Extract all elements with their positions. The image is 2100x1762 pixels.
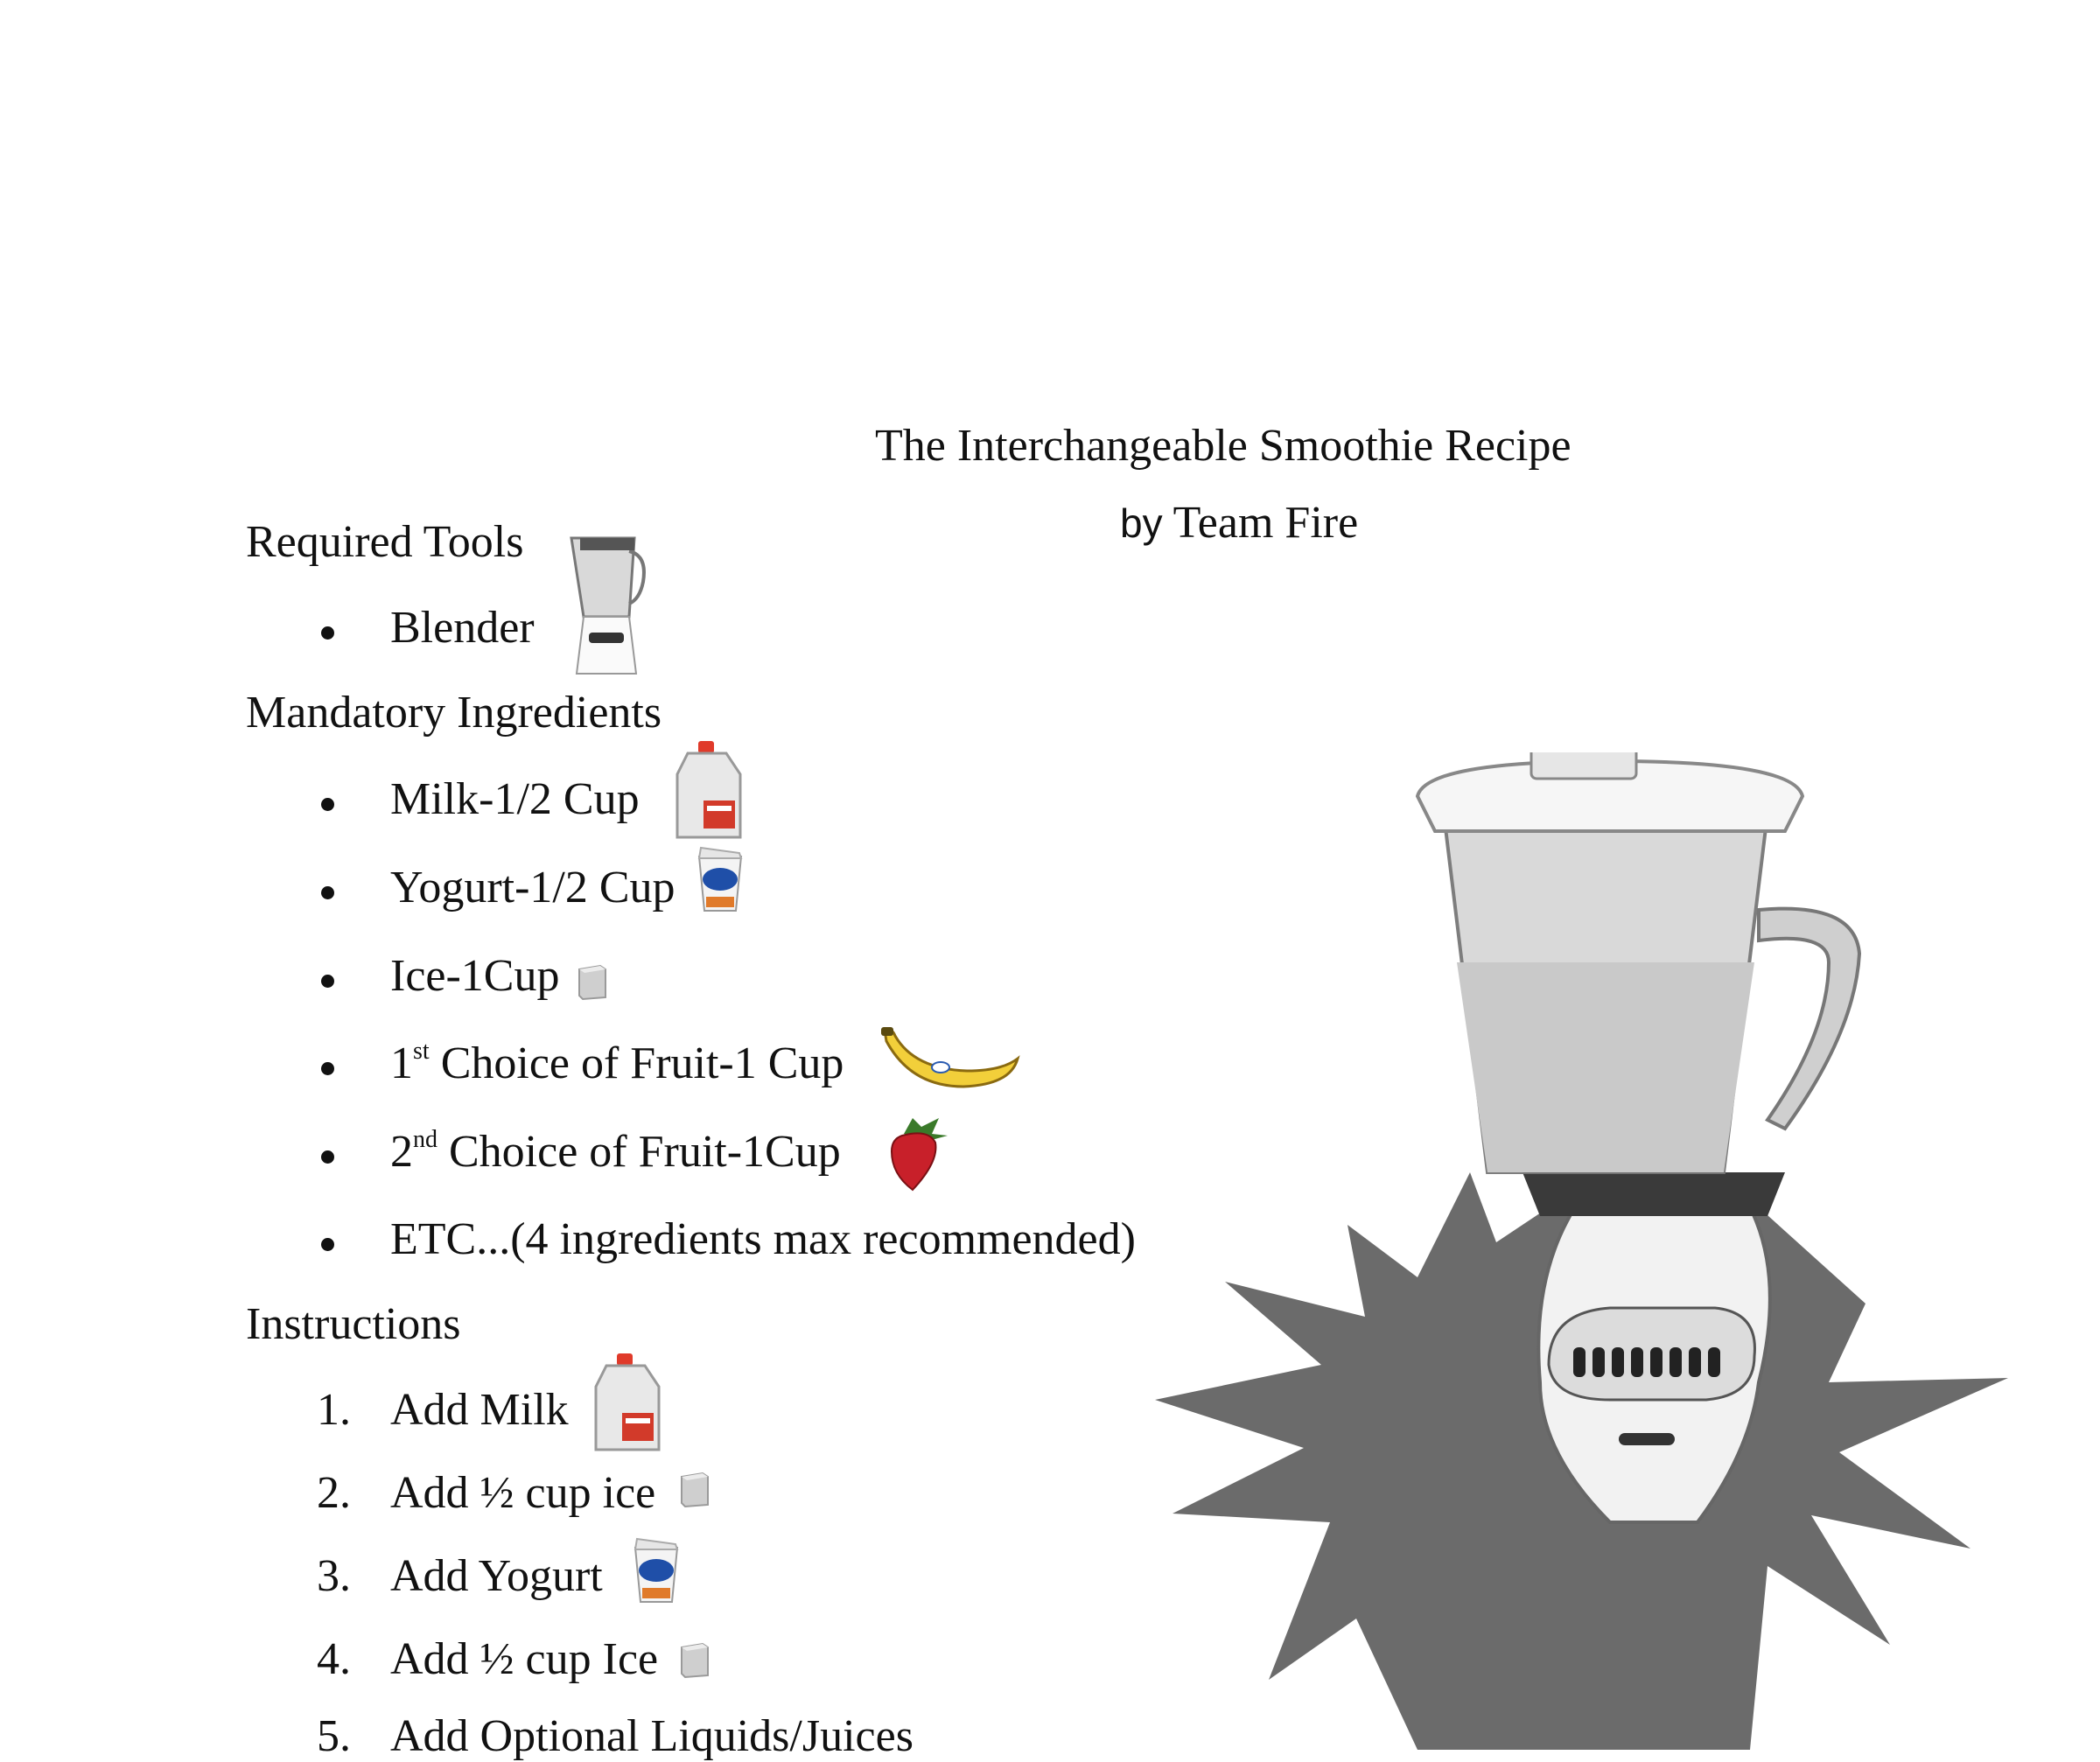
byline-name: Team Fire [1172,498,1359,548]
blender-illustration [1415,752,1862,1524]
ingredient-label: ETC...(4 ingredients max recommended) [390,1214,1136,1264]
tool-label: Blender [390,603,535,653]
bullet [321,886,334,899]
mandatory-ingredients-heading: Mandatory Ingredients [246,688,662,738]
step-number: 4. [317,1634,351,1684]
blender-starburst-illustration [1155,752,2008,1750]
ordinal-suffix: nd [413,1126,438,1153]
ordinal-number: 2 [390,1127,413,1177]
step-number: 5. [317,1711,351,1761]
step-label: Add Optional Liquids/Juices [390,1711,914,1761]
byline-by: by [1120,500,1163,546]
milk-jug-icon [676,741,742,839]
bullet [321,1238,334,1251]
strawberry-icon [890,1118,948,1192]
instructions-heading: Instructions [246,1299,461,1349]
step-number: 2. [317,1468,351,1518]
ice-cube-icon [681,1472,709,1508]
ingredient-label: Ice-1Cup [390,951,560,1001]
ice-cube-icon [578,964,606,1001]
ordinal-number: 1 [390,1038,413,1088]
ingredient-label: Milk-1/2 Cup [390,774,640,824]
ingredient-label: 1st Choice of Fruit-1 Cup [390,1038,844,1089]
yogurt-cup-icon [634,1537,679,1603]
ingredient-label: Yogurt-1/2 Cup [390,863,676,912]
bullet [321,1062,334,1075]
step-number: 3. [317,1551,351,1601]
bullet [321,626,334,640]
bullet [321,798,334,811]
step-label: Add ½ cup Ice [390,1634,659,1684]
document-title: The Interchangeable Smoothie Recipe [875,421,1572,471]
ingredient-label: 2nd Choice of Fruit-1Cup [390,1126,841,1178]
ingredient-text: Choice of Fruit-1 Cup [429,1038,844,1088]
document-byline: by Team Fire [1120,497,1358,549]
step-label: Add ½ cup ice [390,1468,656,1518]
bullet [321,975,334,988]
step-label: Add Milk [390,1385,569,1435]
required-tools-heading: Required Tools [246,517,524,567]
milk-jug-icon [594,1353,661,1451]
blender-icon [570,536,646,675]
ordinal-suffix: st [413,1038,430,1065]
bullet [321,1150,334,1164]
step-label: Add Yogurt [390,1551,603,1601]
step-number: 1. [317,1385,351,1435]
ice-cube-icon [681,1642,709,1679]
ingredient-text: Choice of Fruit-1Cup [438,1127,841,1177]
yogurt-cup-icon [697,846,743,912]
banana-icon [881,1027,1020,1088]
